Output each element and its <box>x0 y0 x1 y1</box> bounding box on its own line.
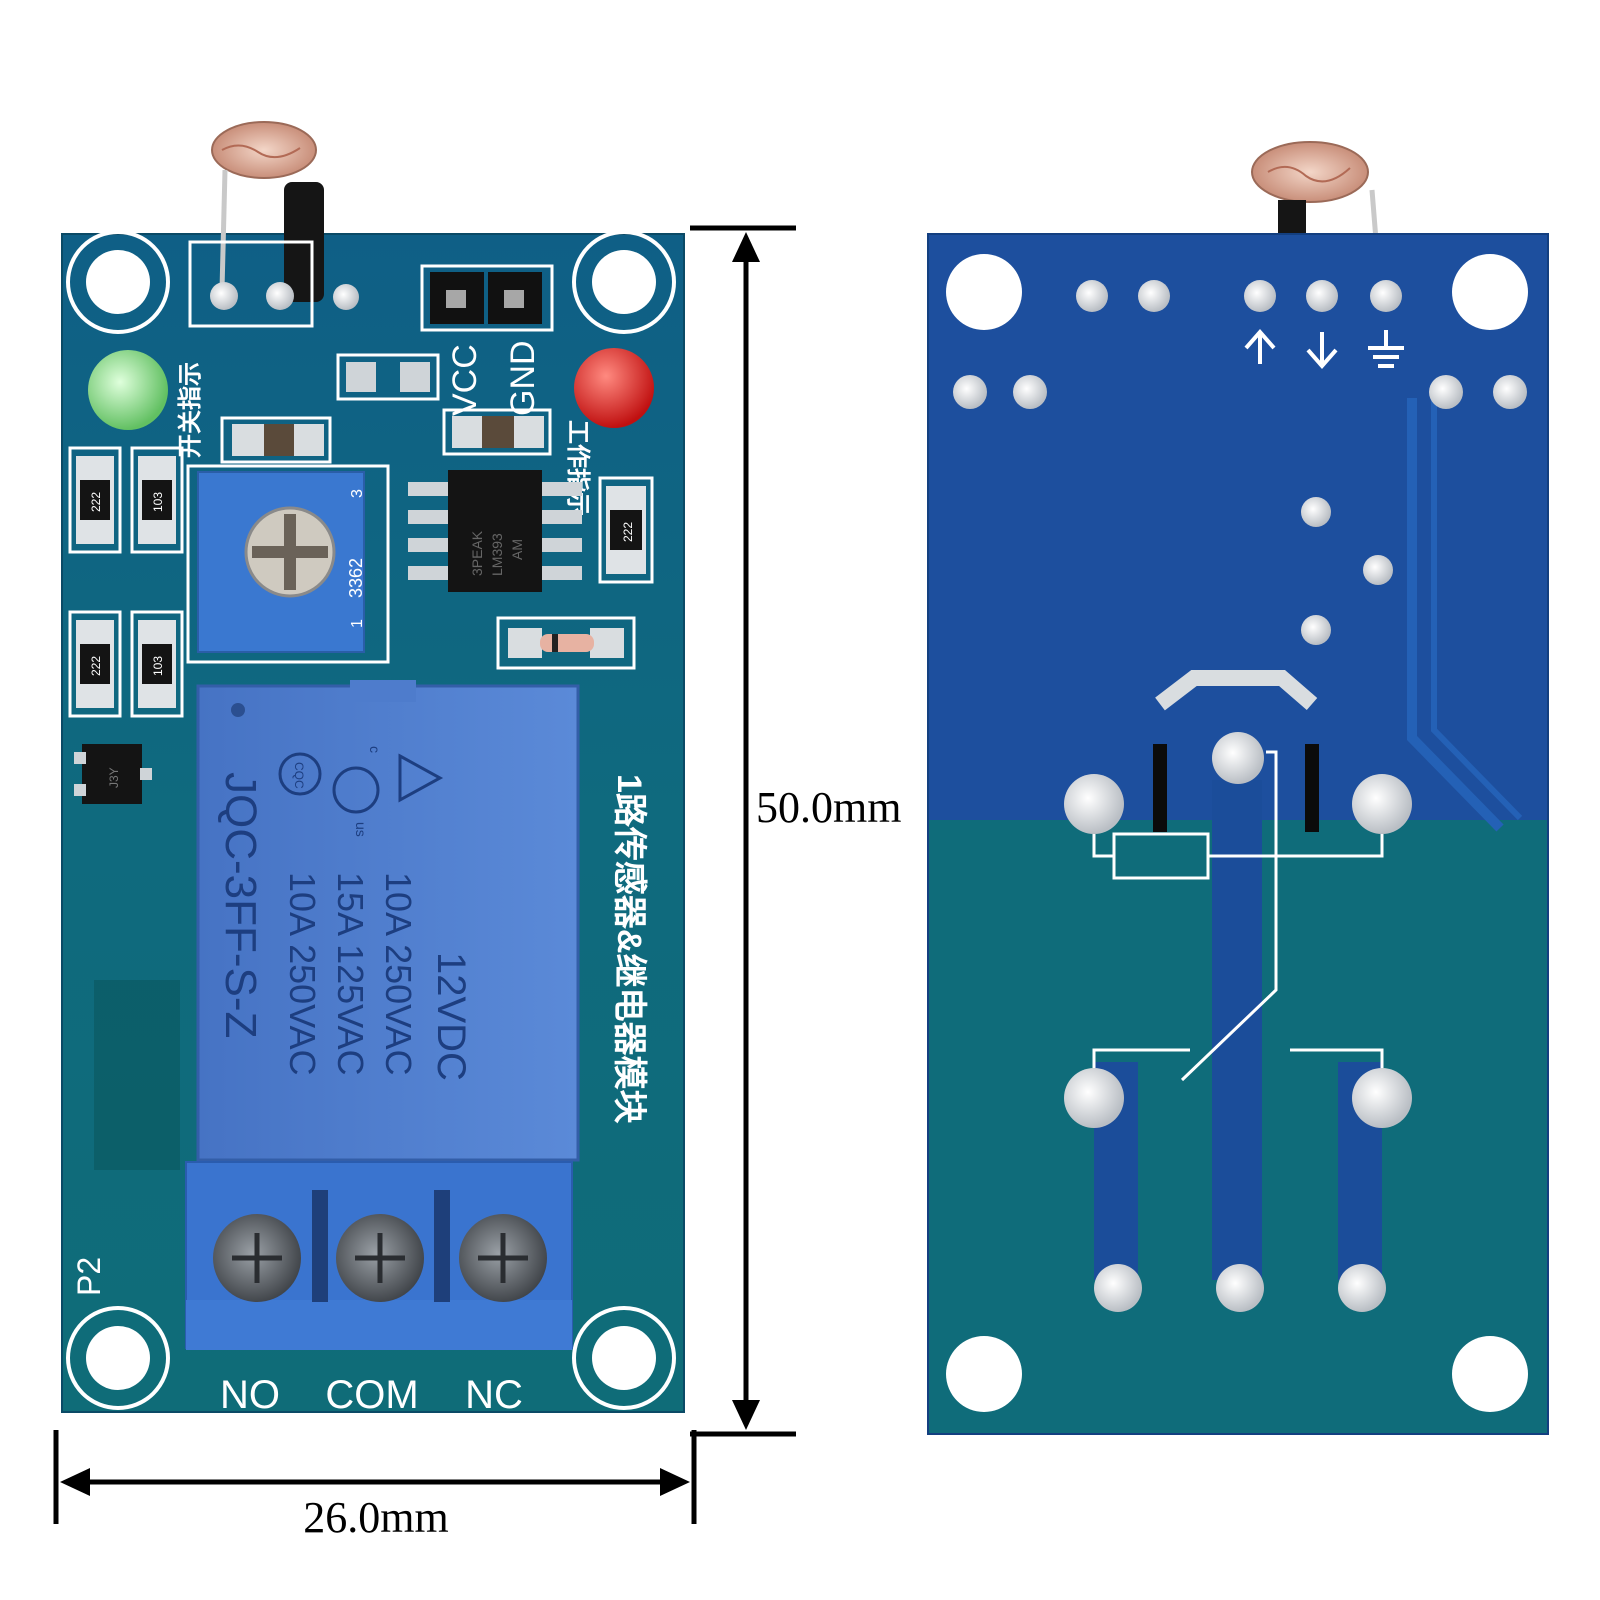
up-arrow-icon <box>1244 328 1276 364</box>
cqc-mark: CQC <box>278 752 322 796</box>
terminal-nc-label: NC <box>465 1373 523 1417</box>
front-board: VCC GND 开关指示 工作指示 222 <box>61 121 685 1417</box>
green-led <box>88 350 168 430</box>
relay-voltage: 12VDC <box>429 952 473 1081</box>
board-id-label: P2 <box>71 1257 107 1296</box>
resistor: 222 <box>68 610 122 718</box>
resistor: 222 <box>598 476 654 584</box>
potentiometer: 3362 1 3 <box>186 464 390 664</box>
comparator-ic: 3PEAK LM393 AM <box>408 470 582 592</box>
pot-pin-label: 3 <box>349 489 366 498</box>
resistor: 103 <box>130 446 184 554</box>
resistor-code: 222 <box>89 656 103 676</box>
width-label: 26.0mm <box>303 1493 448 1542</box>
height-dimension: 50.0mm <box>690 225 912 1437</box>
mounting-hole <box>572 1306 676 1410</box>
resistor-code: 103 <box>151 656 165 676</box>
module-title: 1路传感器&继电器模块 <box>610 774 648 1123</box>
height-label: 50.0mm <box>756 783 901 832</box>
mounting-hole <box>66 230 170 334</box>
width-dimension: 26.0mm <box>53 1430 697 1542</box>
cert-mark: c <box>367 746 383 753</box>
back-board <box>927 141 1549 1435</box>
pot-pin-label: 1 <box>349 619 366 628</box>
relay-rating: 10A 250VAC <box>282 872 323 1075</box>
photoresistor <box>1251 141 1379 241</box>
ground-icon <box>1368 330 1404 368</box>
ul-mark: c us <box>332 746 383 837</box>
potentiometer-code: 3362 <box>346 558 366 598</box>
terminal-com-label: COM <box>325 1373 418 1417</box>
warning-triangle-icon <box>398 753 444 803</box>
mounting-hole <box>572 230 676 334</box>
mounting-hole <box>66 1306 170 1410</box>
ic-marking: AM <box>509 539 525 560</box>
screw-terminal[interactable] <box>336 1214 424 1302</box>
resistor-code: 222 <box>621 522 635 542</box>
ic-marking: 3PEAK <box>469 530 485 576</box>
relay-rating: 15A 125VAC <box>330 872 371 1075</box>
cert-mark: us <box>353 822 369 837</box>
transistor: J3Y <box>74 744 152 804</box>
diode <box>496 616 636 670</box>
resistor-code: 103 <box>151 492 165 512</box>
resistor: 103 <box>130 610 184 718</box>
ic-marking: LM393 <box>489 533 505 576</box>
terminal-no-label: NO <box>220 1373 280 1417</box>
relay-model: JQC-3FF-S-Z <box>216 772 265 1038</box>
cert-mark: CQC <box>292 762 306 789</box>
screw-terminal[interactable] <box>213 1214 301 1302</box>
red-led <box>574 348 654 428</box>
switch-indicator-label: 开关指示 <box>177 362 204 458</box>
header-vcc-label: VCC <box>446 344 484 416</box>
power-header <box>420 264 554 332</box>
resistor: 222 <box>68 446 122 554</box>
screw-terminal[interactable] <box>459 1214 547 1302</box>
relay: 12VDC 10A 250VAC 15A 125VAC 10A 250VAC J… <box>196 680 580 1162</box>
header-gnd-label: GND <box>504 340 542 416</box>
terminal-block <box>185 1161 573 1350</box>
power-indicator-label: 工作指示 <box>564 420 591 516</box>
resistor-code: 222 <box>89 492 103 512</box>
down-arrow-icon <box>1306 332 1338 370</box>
relay-rating: 10A 250VAC <box>378 872 419 1075</box>
transistor-code: J3Y <box>107 767 121 788</box>
